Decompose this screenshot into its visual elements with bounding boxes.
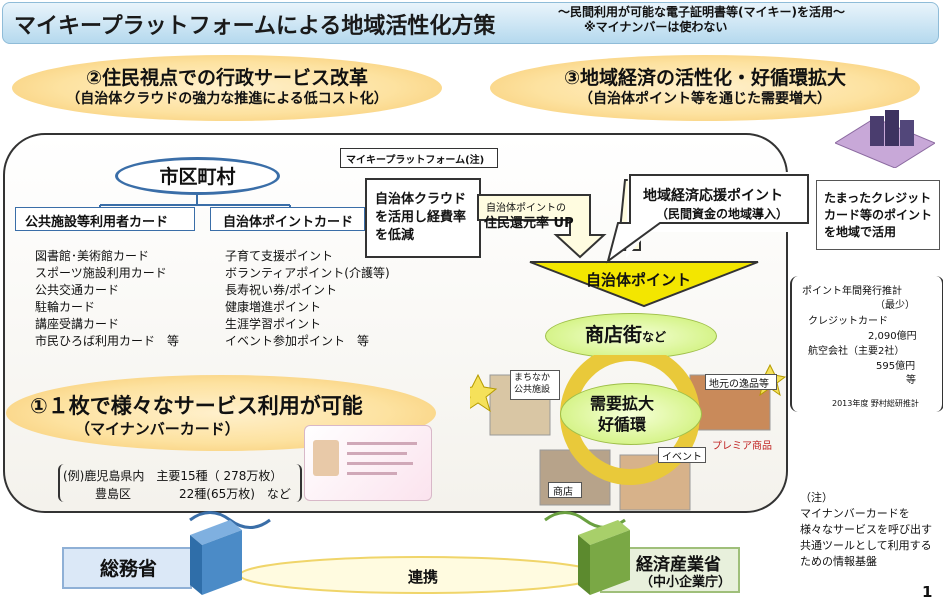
- tag-facility-text: まちなか 公共施設: [514, 373, 551, 395]
- page-title: マイキープラットフォームによる地域活性化方策: [14, 14, 496, 39]
- credit-text: たまったクレジット カード等のポイント を地域で活用: [824, 191, 933, 239]
- goal2-subtitle: （自治体クラウドの強力な推進による低コスト化）: [66, 91, 388, 107]
- list-item: 公共交通カード: [35, 283, 120, 297]
- buildings-icon: [835, 110, 935, 168]
- goal3-subtitle: （自治体ポイント等を通じた需要増大）: [579, 91, 831, 107]
- cloud-box: [365, 178, 481, 258]
- platform-label: マイキープラットフォーム(注): [346, 155, 485, 166]
- link-label: 連携: [408, 568, 439, 586]
- meti-building-icon: [578, 520, 630, 595]
- tag-local-goods-text: 地元の逸品等: [709, 379, 769, 390]
- goal1-title: ①１枚で様々なサービス利用が可能: [30, 394, 363, 418]
- tag-event-text: イベント: [662, 452, 702, 463]
- goal3-title: ③地域経済の活性化・好循環拡大: [563, 67, 847, 89]
- stats-credit-label: クレジットカード: [808, 316, 888, 327]
- tag-facility: [510, 370, 560, 400]
- stats-airline-label: 航空会社（主要2社）: [808, 346, 905, 357]
- list-item: 図書館･美術館カード: [35, 249, 150, 263]
- list-item: 長寿祝い券/ポイント: [225, 283, 338, 297]
- tag-shop-text: 商店: [553, 487, 573, 498]
- my-number-card-image: [304, 425, 432, 501]
- goal3-oval: [490, 55, 920, 121]
- support-line1: 地域経済応援ポイント: [643, 188, 783, 204]
- ministry-right-box: [600, 547, 740, 593]
- title-bar: [2, 2, 939, 44]
- goal2-title: ②住民視点での行政サービス改革: [85, 67, 369, 89]
- support-line2: （民間資金の地域導入）: [656, 207, 789, 221]
- return-rate-line2: 住民還元率 UP: [484, 216, 574, 231]
- footnote: （注） マイナンバーカードを 様々なサービスを呼び出す 共通ツールとして利用する…: [800, 491, 932, 568]
- stats-source: 2013年度 野村総研推計: [832, 399, 919, 408]
- point-card-box: [210, 207, 365, 231]
- list-item: 子育て支援ポイント: [225, 249, 334, 263]
- city-label: 市区町村: [159, 166, 236, 188]
- subtitle-note: ※マイナンバーは使わない: [584, 20, 728, 34]
- list-item: 講座受講カード: [35, 317, 120, 331]
- goal1-subtitle: （マイナンバーカード）: [75, 420, 240, 438]
- ministry-left-label: 総務省: [100, 558, 158, 580]
- stats-heading: ポイント年間発行推計: [802, 286, 902, 297]
- list-item: 健康増進ポイント: [225, 300, 322, 314]
- example-line2: 豊島区 22種(65万枚) など: [95, 487, 291, 501]
- example-box: [58, 464, 302, 502]
- tag-local-goods: [705, 374, 777, 390]
- return-rate-line1: 自治体ポイントの: [486, 203, 566, 214]
- list-item: 市民ひろば利用カード 等: [35, 334, 180, 348]
- shopping-label: 商店街など: [585, 324, 667, 346]
- stats-min: （最少）: [875, 300, 915, 311]
- list-item: イベント参加ポイント 等: [225, 334, 370, 348]
- goal2-oval: [12, 55, 442, 121]
- cycle-line2: 好循環: [598, 415, 647, 434]
- card-photo: [313, 440, 339, 476]
- point-card-list: 子育て支援ポイント ボランティアポイント(介護等) 長寿祝い券/ポイント 健康増…: [225, 248, 390, 350]
- platform-label-box: [340, 148, 498, 168]
- ministry-left-box: [62, 547, 192, 589]
- page-number: 1: [922, 583, 933, 601]
- cycle-oval: [560, 383, 702, 445]
- tag-premium-text: プレミア商品: [712, 441, 772, 452]
- list-item: スポーツ施設利用カード: [35, 266, 167, 280]
- list-item: 生涯学習ポイント: [225, 317, 322, 331]
- tag-shop: [548, 482, 582, 498]
- public-card-box: [15, 207, 195, 231]
- subtitle-mykey: ～民間利用が可能な電子証明書等(マイキー)を活用～: [558, 5, 845, 19]
- list-item: ボランティアポイント(介護等): [225, 266, 390, 280]
- example-line1: (例)鹿児島県内 主要15種（ 278万枚）: [63, 469, 283, 483]
- cloud-text: 自治体クラウド を活用し経費率 を低減: [375, 192, 467, 243]
- stats-airline-value: 595億円: [876, 361, 916, 372]
- tag-event: [658, 447, 706, 463]
- credit-box: [816, 180, 940, 250]
- stats-etc: 等: [906, 375, 916, 386]
- mic-building-icon: [190, 520, 242, 595]
- public-card-title: 公共施設等利用者カード: [25, 215, 169, 230]
- cycle-line1: 需要拡大: [590, 394, 655, 413]
- city-ellipse: [115, 157, 280, 195]
- stats-credit-value: 2,090億円: [868, 331, 917, 342]
- ministry-right-sub: （中小企業庁）: [640, 575, 732, 590]
- support-arrow: [606, 174, 809, 264]
- points-arrow-label: 自治体ポイント: [586, 271, 692, 289]
- point-card-title: 自治体ポイントカード: [223, 215, 354, 230]
- list-item: 駐輪カード: [35, 300, 96, 314]
- ministry-right-label: 経済産業省: [636, 555, 721, 575]
- public-card-list: 図書館･美術館カード スポーツ施設利用カード 公共交通カード 駐輪カード 講座受…: [35, 248, 179, 350]
